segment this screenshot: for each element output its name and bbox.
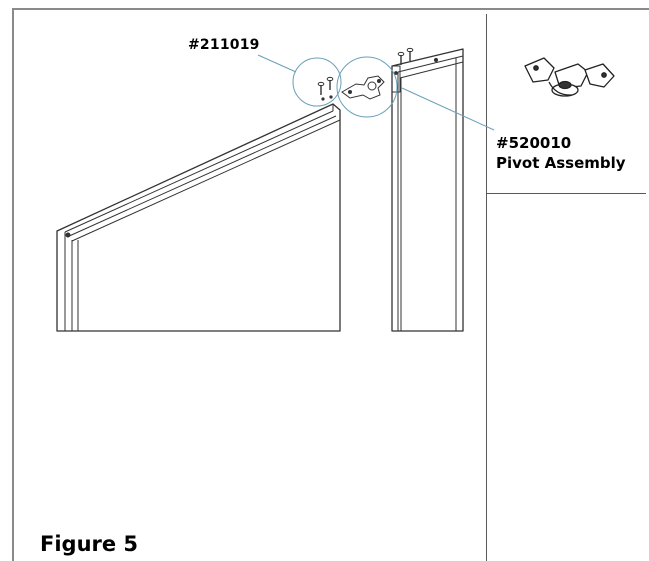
right-door-panel <box>391 48 464 332</box>
left-top-rail-line <box>71 119 341 242</box>
right-top-screw-hole <box>394 71 398 75</box>
end-cap-callout-circle <box>292 57 342 107</box>
pivot-leader-line <box>401 87 495 131</box>
left-corner-screw-hole <box>65 232 71 238</box>
pivot-callout-circle <box>336 56 398 118</box>
end-cap-screw-hole <box>321 97 325 101</box>
right-top-bracket <box>391 65 401 93</box>
pivot-part-number: #520010 <box>496 134 572 152</box>
end-cap-leader-line <box>257 54 297 73</box>
end-cap-screw-hole <box>329 95 333 99</box>
left-top-rail-line <box>64 110 334 233</box>
left-top-rail-line <box>66 115 337 238</box>
pivot-assembly-icon <box>524 57 615 97</box>
figure-title: Figure 5 <box>40 532 139 556</box>
pivot-assembly-name: Pivot Assembly <box>496 154 626 172</box>
screw-icon <box>326 76 334 90</box>
right-top-rail-line <box>399 61 464 79</box>
frame-left-border <box>12 8 14 561</box>
screw-icon <box>406 47 414 61</box>
left-panel-outline <box>56 103 341 332</box>
side-panel-rule <box>487 193 646 194</box>
screw-icon <box>317 81 325 95</box>
end-cap-part-number: #211019 <box>188 37 260 53</box>
screw-icon <box>397 51 405 65</box>
frame-top-border <box>12 8 649 10</box>
pivot-hardware <box>341 75 385 100</box>
right-top-rail-line <box>397 55 464 73</box>
right-top-screw-hole <box>433 57 439 63</box>
column-divider <box>486 14 487 561</box>
callout-graphics <box>257 54 495 131</box>
right-panel-outline <box>391 48 464 332</box>
left-door-panel <box>56 103 341 332</box>
